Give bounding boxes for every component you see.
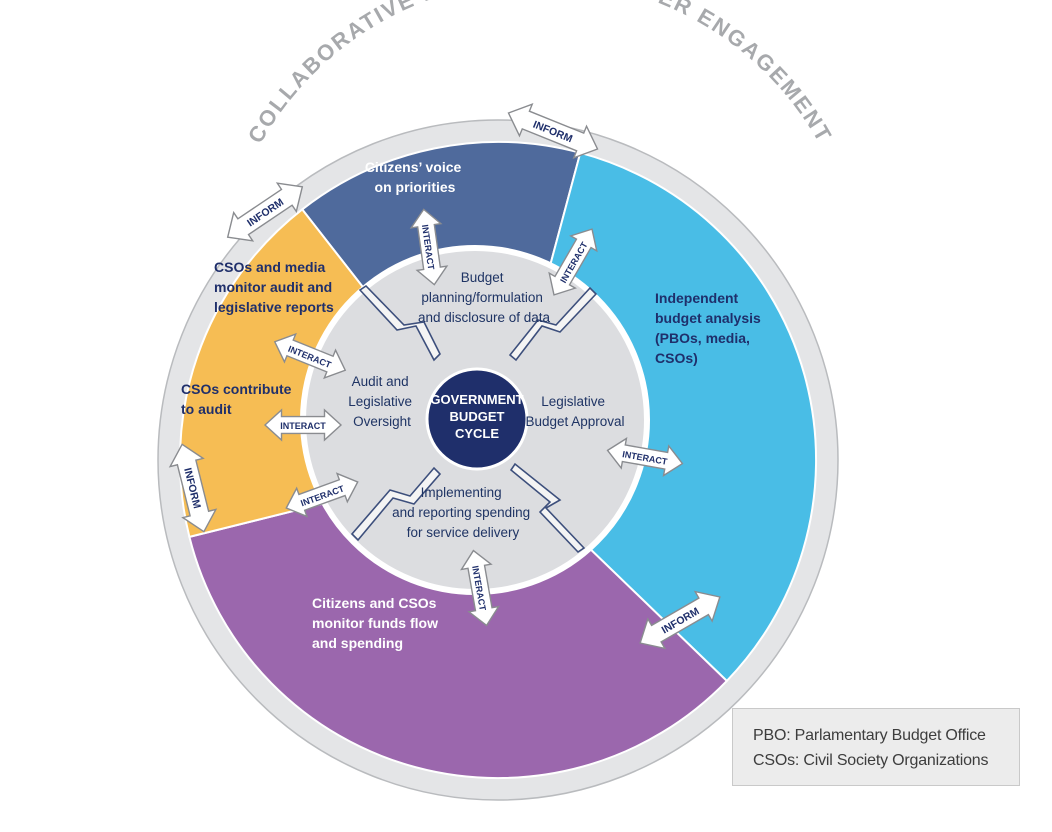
label-independent-analysis-line: CSOs) — [655, 350, 698, 366]
inform-arrow-shape — [507, 103, 599, 159]
interact-arrow-shape — [460, 549, 500, 627]
stage-audit: Audit and Legislative Oversight — [348, 374, 416, 429]
stage-implementing-line: Implementing — [421, 485, 502, 500]
legend: PBO: Parlamentary Budget Office CSOs: Ci… — [732, 708, 1020, 786]
interact-arrow: INTERACT — [460, 549, 500, 627]
label-csos-media-line: monitor audit and — [214, 279, 332, 295]
stage-approval-line: Legislative — [541, 394, 605, 409]
label-csos-media: CSOs and media monitor audit and legisla… — [214, 259, 336, 315]
interact-arrow: INTERACT — [409, 208, 449, 286]
center-label: GOVERNMENT BUDGET CYCLE — [430, 392, 523, 441]
center-line-2: BUDGET — [450, 409, 505, 424]
label-monitor-funds-line: and spending — [312, 635, 403, 651]
inform-arrow-shape — [168, 443, 218, 533]
cycle-arrow-approval — [508, 286, 598, 362]
stage-implementing: Implementing and reporting spending for … — [392, 485, 534, 540]
segment-monitor-funds — [188, 458, 729, 780]
label-citizens-voice-line: on priorities — [375, 179, 456, 195]
legend-pbo: PBO: Parlamentary Budget Office — [753, 727, 986, 744]
label-monitor-funds-line: monitor funds flow — [312, 615, 438, 631]
inform-arrow-shape — [226, 182, 304, 242]
legend-cso: CSOs: Civil Society Organizations — [753, 752, 989, 769]
interact-arrow-shape — [273, 332, 347, 380]
label-csos-media-line: CSOs and media — [214, 259, 325, 275]
stage-planning-line: planning/formulation — [421, 290, 543, 305]
label-csos-audit-line: CSOs contribute — [181, 381, 292, 397]
cycle-arrow-implementing — [509, 462, 586, 554]
cycle-arrow-audit — [350, 466, 442, 542]
label-csos-audit: CSOs contribute to audit — [181, 381, 295, 417]
interact-arrow-label: INTERACT — [280, 421, 326, 431]
inform-arrow: INFORM — [168, 443, 218, 533]
label-monitor-funds: Citizens and CSOs monitor funds flow and… — [312, 595, 442, 651]
label-independent-analysis-line: Independent — [655, 290, 739, 306]
center-circle — [425, 367, 529, 471]
center-line-3: CYCLE — [455, 426, 499, 441]
stage-approval-line: Budget Approval — [525, 414, 624, 429]
interact-arrow-shape — [285, 472, 359, 518]
stage-audit-line: Legislative — [348, 394, 412, 409]
interact-arrow: INTERACT — [263, 408, 343, 442]
interact-arrow-shape — [263, 408, 343, 442]
label-csos-audit-line: to audit — [181, 401, 232, 417]
stage-implementing-line: and reporting spending — [392, 505, 530, 520]
center-line-1: GOVERNMENT — [430, 392, 523, 407]
stage-implementing-line: for service delivery — [407, 525, 520, 540]
stage-audit-line: Oversight — [353, 414, 411, 429]
stage-planning: Budget planning/formulation and disclosu… — [418, 270, 551, 325]
interact-arrow: INTERACT — [606, 437, 684, 477]
label-csos-media-line: legislative reports — [214, 299, 334, 315]
label-citizens-voice-line: Citizens’ voice — [365, 159, 462, 175]
stage-planning-line: and disclosure of data — [418, 310, 551, 325]
interact-arrow-shape — [548, 228, 598, 296]
label-independent-analysis-line: budget analysis — [655, 310, 761, 326]
cycle-arrows — [350, 284, 598, 554]
label-monitor-funds-line: Citizens and CSOs — [312, 595, 437, 611]
label-independent-analysis-line: (PBOs, media, — [655, 330, 750, 346]
stage-planning-line: Budget — [461, 270, 504, 285]
stage-audit-line: Audit and — [352, 374, 409, 389]
inform-arrow-shape — [639, 590, 721, 650]
stage-approval: Legislative Budget Approval — [525, 394, 624, 429]
interact-arrow-shape — [606, 437, 684, 477]
interact-arrow-shape — [409, 208, 449, 286]
label-independent-analysis: Independent budget analysis (PBOs, media… — [655, 290, 765, 366]
cycle-arrow-planning — [358, 284, 441, 362]
label-citizens-voice: Citizens’ voice on priorities — [365, 159, 465, 195]
